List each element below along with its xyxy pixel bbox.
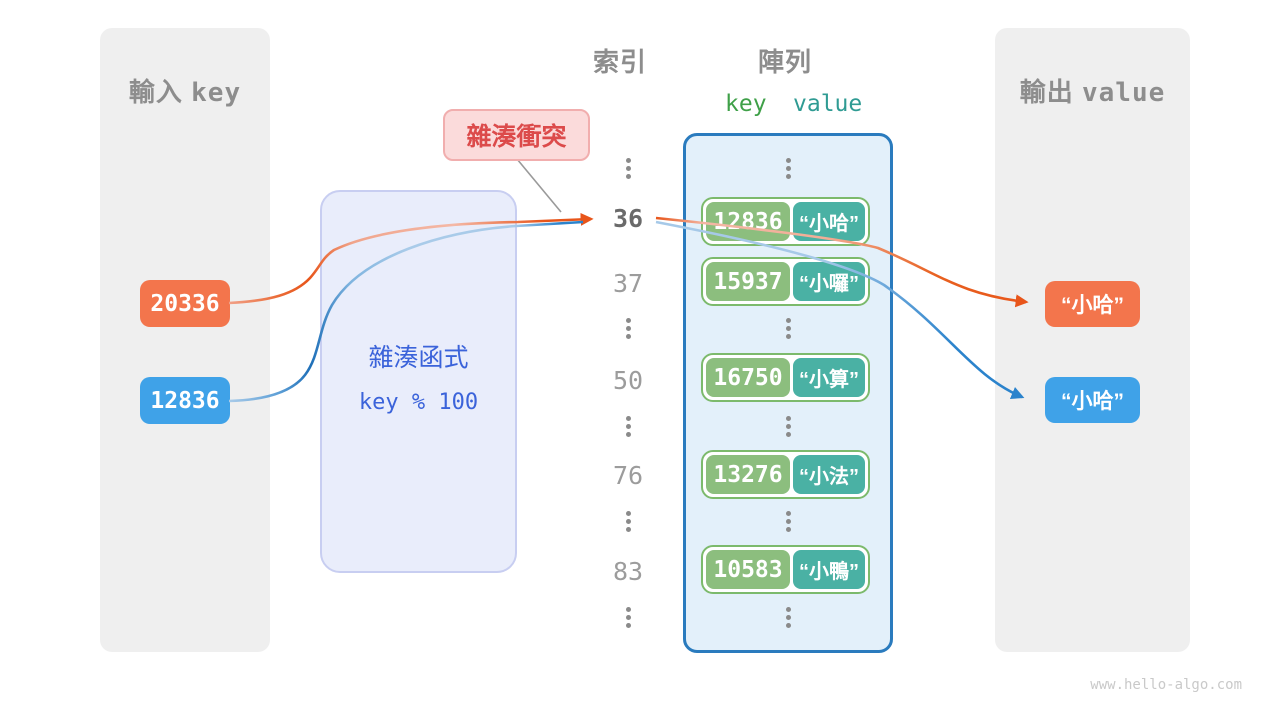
output-value-1: “小哈” [1045,281,1140,327]
array-column-header: 陣列 [758,47,813,77]
key-header: key [725,91,767,117]
watermark: www.hello-algo.com [1090,677,1242,693]
array-row: 12836 “小哈” [701,197,870,246]
array-row: 13276 “小法” [701,450,870,499]
ellipsis-icon [758,416,818,437]
index-column-header: 索引 [593,47,648,77]
ellipsis-icon [598,607,658,628]
index-83: 83 [612,557,644,586]
output-value-2: “小哈” [1045,377,1140,423]
hash-function-formula: key % 100 [358,390,479,415]
index-50: 50 [612,366,644,395]
input-key-12836: 12836 [140,377,230,424]
array-row: 15937 “小囉” [701,257,870,306]
ellipsis-icon [598,511,658,532]
input-panel-title-cjk: 輸入 [128,77,183,107]
input-key-panel: 輸入 key [100,28,270,652]
index-36: 36 [612,204,644,233]
ellipsis-icon [598,416,658,437]
array-row: 10583 “小鴨” [701,545,870,594]
array-row-key: 13276 [706,455,790,494]
input-panel-title: 輸入 key [100,72,270,109]
ellipsis-icon [598,158,658,179]
ellipsis-icon [758,607,818,628]
input-panel-title-en: key [191,78,242,108]
hash-function-title: 雜湊函式 [368,344,469,372]
array-row-value: “小囉” [793,262,865,301]
array-row-value: “小鴨” [793,550,865,589]
output-value-panel: 輸出 value [995,28,1190,652]
index-76: 76 [612,461,644,490]
array-row-value: “小法” [793,455,865,494]
output-panel-title: 輸出 value [995,72,1190,109]
array-row-key: 15937 [706,262,790,301]
output-panel-title-cjk: 輸出 [1019,77,1074,107]
hash-collision-label: 雜湊衝突 [443,109,590,161]
array-row-key: 10583 [706,550,790,589]
array-row-value: “小哈” [793,202,865,241]
ellipsis-icon [758,158,818,179]
hash-function-box: 雜湊函式 key % 100 [320,190,517,573]
output-panel-title-en: value [1081,78,1166,108]
ellipsis-icon [758,511,818,532]
array-row-value: “小算” [793,358,865,397]
input-key-20336: 20336 [140,280,230,327]
array-row-key: 12836 [706,202,790,241]
ellipsis-icon [598,318,658,339]
collision-pointer-line [516,158,562,213]
ellipsis-icon [758,318,818,339]
value-header: value [793,91,863,117]
index-37: 37 [612,269,644,298]
array-row: 16750 “小算” [701,353,870,402]
array-row-key: 16750 [706,358,790,397]
